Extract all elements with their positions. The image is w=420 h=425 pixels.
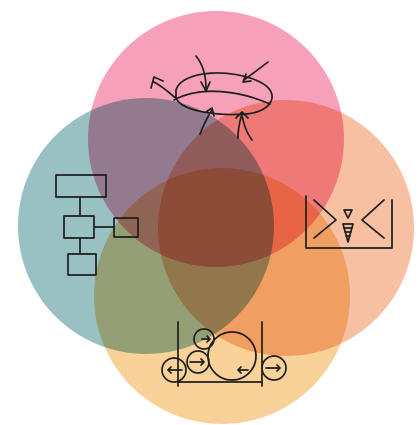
bottom-circle [94,168,350,424]
